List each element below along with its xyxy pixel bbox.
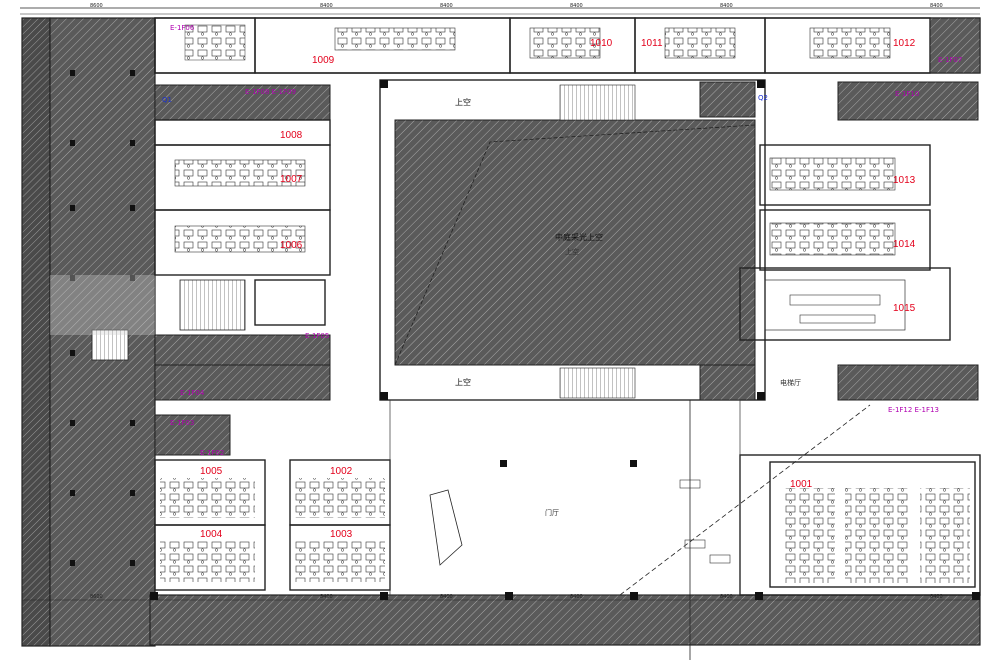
room-1011-number: 1011 — [641, 38, 663, 49]
atrium-label: 中庭采光上空 — [555, 232, 603, 242]
room-1002-number: 1002 — [330, 466, 353, 477]
void-label-south: 上空 — [455, 377, 471, 387]
west-columns — [70, 70, 135, 566]
room-tag-w6: E-1F02 — [200, 449, 224, 457]
svg-text:8400: 8400 — [570, 594, 583, 600]
room-1001-number: 1001 — [790, 479, 813, 490]
svg-text:8600: 8600 — [90, 3, 103, 9]
elevator-hall-label: 电梯厅 — [780, 378, 801, 387]
room-tag-w3: E-1F05 — [305, 332, 329, 340]
west-corridor — [50, 275, 155, 335]
elevators — [699, 81, 756, 401]
svg-text:8400: 8400 — [570, 3, 583, 9]
room-tag-e0: E-1F07 — [938, 56, 962, 64]
room-tag-w4: E-1F04 — [180, 389, 205, 397]
north-room-strip — [154, 17, 981, 74]
entrance-hall — [389, 399, 741, 660]
svg-text:8400: 8400 — [440, 594, 453, 600]
bottom-dimension-line: 8600 8400 8400 8400 8400 8400 — [22, 594, 980, 601]
stair-tag-east: E-1F12 E-1F13 — [888, 406, 939, 414]
south-wall-band — [149, 594, 981, 646]
south-columns — [150, 592, 980, 600]
west-stair-core — [154, 279, 331, 456]
room-1010-number: 1010 — [590, 38, 613, 49]
svg-text:8400: 8400 — [720, 594, 733, 600]
svg-text:8400: 8400 — [720, 3, 733, 9]
room-1015-number: 1015 — [893, 303, 916, 314]
west-wall-band — [21, 17, 51, 647]
lecture-hall-1001 — [619, 404, 981, 596]
lift-tag-q2: Q2 — [758, 94, 768, 102]
top-dimension-line: 8600 8400 8400 8400 8400 8400 — [20, 3, 980, 15]
svg-text:8400: 8400 — [930, 3, 943, 9]
room-tag-w5: E-1F03 — [170, 419, 194, 427]
room-1014-number: 1014 — [893, 239, 916, 250]
room-tag-e1: E-1F10 — [895, 90, 919, 98]
lift-tag-q1: Q1 — [162, 96, 172, 104]
room-tag-w2: E-1F08 E-1F09 — [245, 88, 296, 96]
void-label-north: 上空 — [455, 97, 471, 107]
room-1003-number: 1003 — [330, 529, 353, 540]
west-stair — [91, 329, 129, 361]
room-1004-number: 1004 — [200, 529, 223, 540]
svg-text:8600: 8600 — [90, 594, 103, 600]
room-tag-w1: E-1F06 — [170, 24, 195, 32]
room-1005-number: 1005 — [200, 466, 223, 477]
svg-text:8400: 8400 — [320, 594, 333, 600]
room-1009-number: 1009 — [312, 55, 335, 66]
atrium-sublabel: 上空 — [565, 247, 579, 256]
svg-text:8400: 8400 — [930, 594, 943, 600]
room-1013-number: 1013 — [893, 175, 916, 186]
atrium-block — [379, 79, 766, 467]
east-classrooms — [739, 81, 979, 401]
svg-text:8400: 8400 — [440, 3, 453, 9]
hall-label: 门厅 — [545, 508, 559, 517]
room-1006-number: 1006 — [280, 240, 303, 251]
room-1007-number: 1007 — [280, 174, 303, 185]
room-1008-number: 1008 — [280, 130, 303, 141]
room-1012-number: 1012 — [893, 38, 916, 49]
svg-text:8400: 8400 — [320, 3, 333, 9]
sw-classrooms — [154, 459, 391, 591]
west-classrooms — [154, 84, 331, 276]
